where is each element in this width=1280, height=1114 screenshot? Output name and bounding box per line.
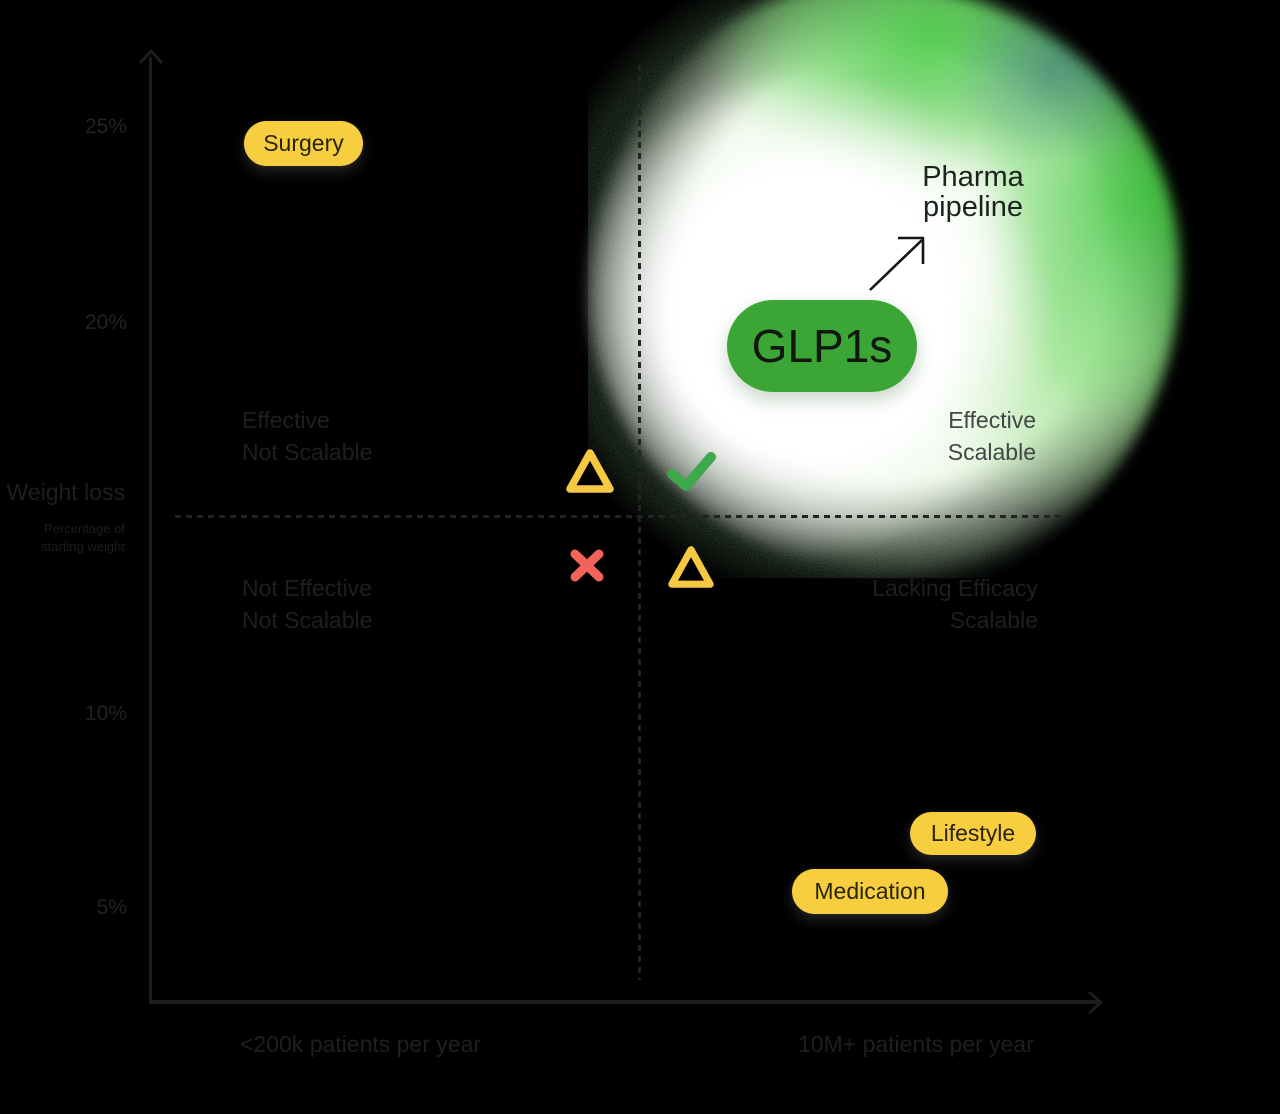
pill-medication: Medication [792,869,948,914]
y-axis-subtitle-line2: starting weight [41,539,125,554]
x-axis-label-right: 10M+ patients per year [798,1031,1034,1057]
cross-icon [570,549,604,582]
quadrant-label-effective-scalable: Effective Scalable [786,404,1036,468]
y-tick-5: 5% [96,896,127,919]
y-tick-25: 25% [84,115,127,138]
quadrant-label-line: Lacking Efficacy [872,575,1038,601]
y-axis-title: Weight loss [6,479,125,505]
pill-lifestyle: Lifestyle [910,812,1036,855]
quadrant-label-line: Scalable [949,607,1038,633]
quadrant-label-line: Not Scalable [242,439,373,465]
y-axis-line [149,57,152,1004]
pill-surgery: Surgery [244,121,363,166]
vertical-divider-dotted [638,65,641,980]
pharma-annotation-line: Pharma [922,161,1024,193]
quadrant-label-not-effective-not-scalable: Not Effective Not Scalable [242,572,372,636]
horizontal-divider-dotted [175,515,1062,518]
y-axis-subtitle-line1: Percentage of [44,521,125,536]
pharma-pipeline-annotation: Pharma pipeline [903,162,1043,222]
quadrant-label-line: Scalable [947,439,1036,465]
check-icon [667,452,716,491]
quadrant-label-line: Not Scalable [242,607,373,633]
pill-glp1s: GLP1s [727,300,917,392]
pharma-annotation-line: pipeline [923,191,1023,223]
x-axis-line [149,1000,1098,1004]
y-tick-20: 20% [84,311,127,334]
x-axis-label-left: <200k patients per year [240,1031,482,1057]
quadrant-label-line: Effective [242,407,330,433]
warning-triangle-icon [668,546,714,588]
quadrant-label-lacking-efficacy-scalable: Lacking Efficacy Scalable [788,572,1038,636]
y-tick-10: 10% [84,702,127,725]
y-axis-arrow-icon [138,48,164,65]
x-axis-arrow-icon [1088,990,1104,1015]
warning-triangle-icon [566,449,614,493]
quadrant-label-line: Effective [948,407,1036,433]
quadrant-label-line: Not Effective [242,575,372,601]
quadrant-label-effective-not-scalable: Effective Not Scalable [242,404,372,468]
pharma-arrow-icon [869,236,925,291]
